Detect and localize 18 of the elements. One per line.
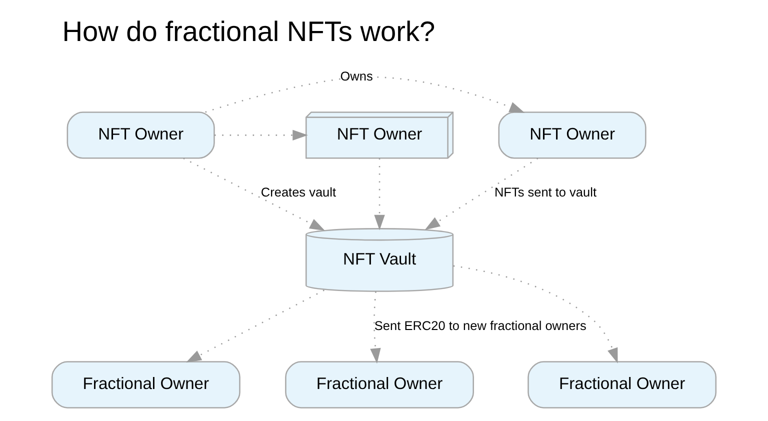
arrow [424, 158, 538, 230]
edge-label: Sent ERC20 to new fractional owners [374, 318, 586, 333]
node-box: NFT Owner [498, 112, 646, 159]
arrow [370, 291, 381, 364]
arrow [374, 158, 385, 230]
edge-label: Creates vault [260, 184, 336, 200]
node-box: Fractional Owner [285, 361, 474, 408]
edge-label: NFTs sent to vault [494, 184, 597, 200]
arrow [183, 158, 326, 231]
arrow [205, 76, 525, 113]
edge-label: Owns [340, 68, 373, 84]
node-box: Fractional Owner [528, 361, 717, 408]
node-box: Fractional Owner [51, 361, 240, 408]
arrow [453, 265, 618, 364]
arrow [186, 290, 324, 362]
diagram-title: How do fractional NFTs work? [62, 16, 436, 47]
arrow [214, 130, 308, 141]
node-box: NFT Owner [66, 112, 215, 159]
